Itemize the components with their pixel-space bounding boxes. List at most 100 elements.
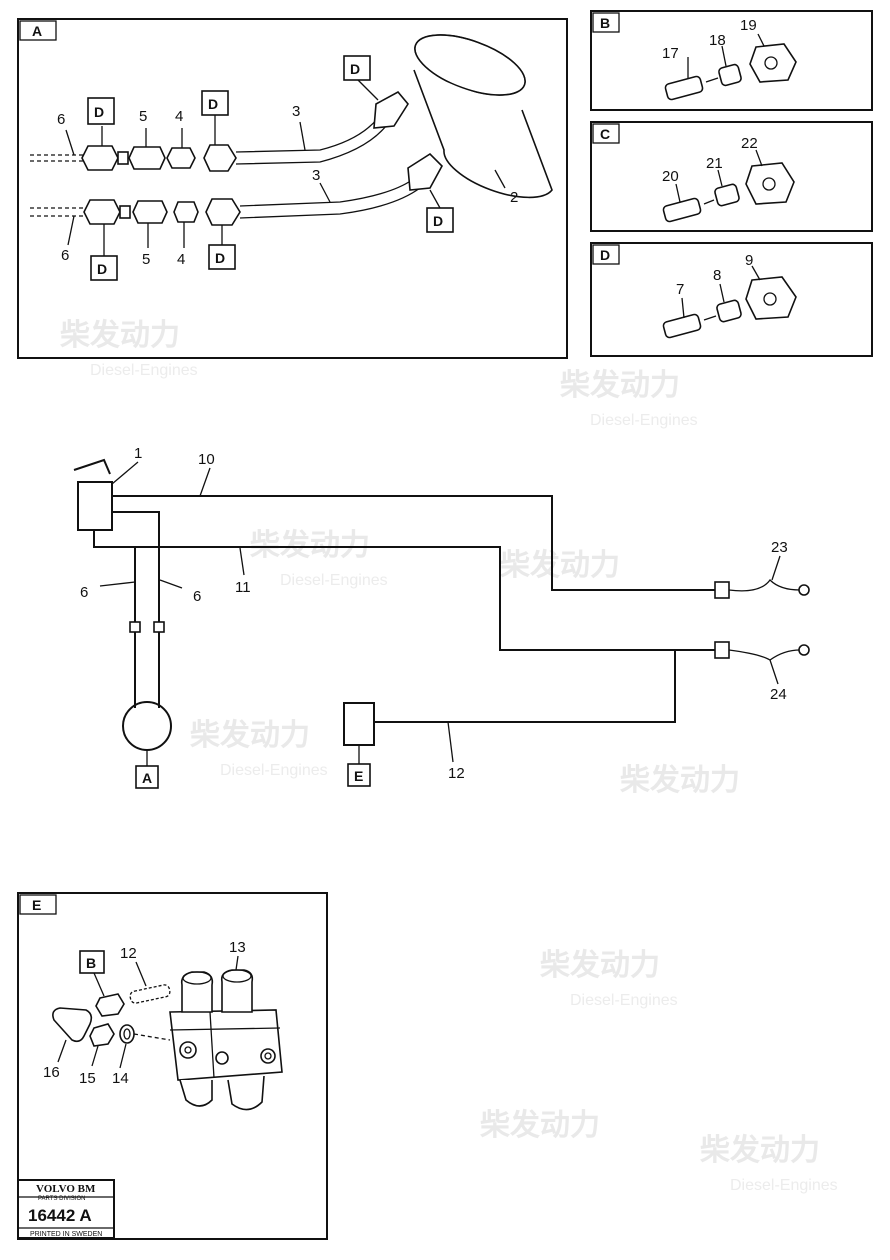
part-number: 5 (139, 108, 147, 125)
panel-d-tab (592, 244, 620, 265)
watermark-cn: 柴发动力 (250, 528, 370, 563)
lower-pipe-assembly (30, 152, 443, 226)
ring-4-bottom (173, 201, 199, 223)
panel-d-frame (590, 242, 873, 357)
insert-20 (662, 197, 702, 223)
ref-box-a (135, 765, 159, 789)
outlet-coupling (714, 581, 730, 599)
stamp-division: PARTS DIVISION (38, 1196, 85, 1202)
nut-9 (745, 276, 797, 320)
volvo-stamp: VOLVO BM PARTS DIVISION 16442 A PRINTED … (17, 1179, 115, 1239)
callout-d: D (97, 261, 107, 277)
panel-a-leaders (65, 79, 506, 258)
panel-d: D 7 8 9 (590, 242, 873, 357)
outlet-24 (798, 644, 810, 656)
pipe-12 (129, 984, 171, 1004)
ref-e: E (354, 768, 363, 784)
part-number: 7 (676, 281, 684, 298)
sleeve-21 (714, 183, 740, 207)
part-number: 6 (80, 584, 88, 601)
callout-d: D (94, 104, 104, 120)
nut-15 (89, 1023, 115, 1047)
callout-d: D (433, 213, 443, 229)
insert-7 (662, 313, 702, 339)
watermark-cn: 柴发动力 (500, 548, 620, 583)
callout-box (79, 950, 105, 974)
panel-e-label: E (32, 897, 41, 913)
gauge-a (122, 701, 172, 751)
part-number: 8 (713, 267, 721, 284)
union-5-bottom (132, 200, 168, 224)
part-number: 13 (229, 939, 246, 956)
watermark-en: Diesel-Engines (220, 762, 328, 779)
part-number: 1 (134, 445, 142, 462)
part-number: 14 (112, 1070, 129, 1087)
panel-d-label: D (600, 247, 610, 263)
panel-c: C 20 21 22 (590, 121, 873, 232)
nut-b (95, 993, 125, 1017)
watermark-cn: 柴发动力 (620, 763, 740, 798)
watermark-en: Diesel-Engines (590, 412, 698, 429)
panel-a: A (17, 18, 568, 359)
part-number: 15 (79, 1070, 96, 1087)
stamp-brand: VOLVO BM (36, 1183, 96, 1195)
panel-b-tab (592, 12, 620, 33)
part-number: 18 (709, 32, 726, 49)
part-number: 10 (198, 451, 215, 468)
part-number: 19 (740, 17, 757, 34)
watermark-en: Diesel-Engines (730, 1177, 838, 1194)
part-number: 23 (771, 539, 788, 556)
ref-a: A (142, 770, 152, 786)
line-10 (112, 495, 715, 591)
gauge-body (413, 34, 553, 199)
panel-e-tab (19, 894, 57, 915)
watermark-cn: 柴发动力 (560, 368, 680, 403)
part-number: 4 (175, 108, 183, 125)
coupling (153, 621, 165, 633)
watermark-cn: 柴发动力 (540, 948, 660, 983)
callout-d: D (215, 250, 225, 266)
callout-box (87, 97, 115, 125)
part-number: 2 (510, 189, 518, 206)
panel-a-frame (17, 18, 568, 359)
nut-6-top (81, 145, 119, 171)
union-5-top (128, 146, 166, 170)
line-12 (374, 650, 676, 723)
part-number: 17 (662, 45, 679, 62)
outlet-23 (798, 584, 810, 596)
part-number: 20 (662, 168, 679, 185)
panel-a-numbers: 6 5 4 3 3 2 6 5 4 (57, 103, 518, 268)
nut-22 (745, 162, 795, 205)
part-number: 11 (235, 579, 251, 596)
outlet-coupling (714, 641, 730, 659)
part-number: 12 (448, 765, 465, 782)
upper-pipe-assembly (30, 90, 409, 172)
nut-d-gauge-bottom (407, 152, 443, 191)
component-1-cap (73, 458, 111, 475)
ref-box-e (347, 763, 371, 787)
watermark-cn: 柴发动力 (700, 1133, 820, 1168)
valve-e (343, 702, 375, 746)
part-number: 4 (177, 251, 185, 268)
nut-6-bottom (83, 199, 121, 225)
panel-c-label: C (600, 126, 610, 142)
watermark-cn: 柴发动力 (60, 318, 180, 353)
watermark-en: Diesel-Engines (280, 572, 388, 589)
panel-c-frame (590, 121, 873, 232)
insert-17 (664, 75, 704, 101)
part-number: 24 (770, 686, 787, 703)
part-number: 22 (741, 135, 758, 152)
panel-e: E B 12 13 (17, 892, 328, 1240)
nut-d-top (203, 144, 237, 172)
part-number: 21 (706, 155, 723, 172)
component-1 (77, 481, 113, 531)
part-number: 5 (142, 251, 150, 268)
watermark-en: Diesel-Engines (90, 362, 198, 379)
watermark-layer: 柴发动力 Diesel-Engines 柴发动力 Diesel-Engines … (60, 318, 838, 1194)
part-number: 6 (193, 588, 201, 605)
nut-d-bottom (205, 198, 241, 226)
callout-box (208, 244, 236, 270)
part-number: 3 (312, 167, 320, 184)
coupling (129, 621, 141, 633)
